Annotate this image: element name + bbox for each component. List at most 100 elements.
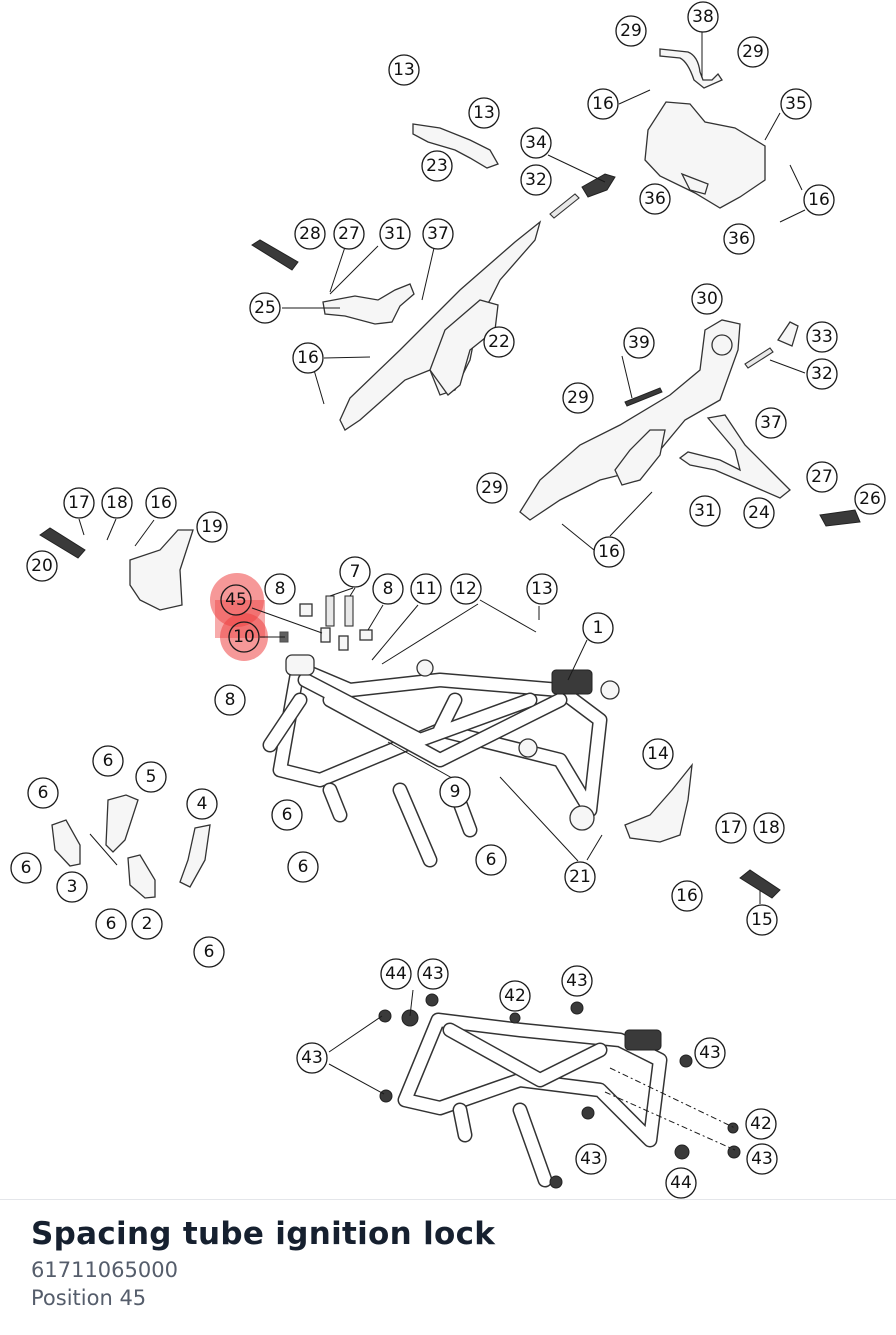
svg-text:6: 6 — [103, 751, 114, 771]
callout-13[interactable]: 13 — [468, 97, 500, 129]
callout-8[interactable]: 8 — [372, 573, 404, 605]
callout-6[interactable]: 6 — [95, 908, 127, 940]
callout-27[interactable]: 27 — [806, 461, 838, 493]
callout-6[interactable]: 6 — [271, 799, 303, 831]
callout-29[interactable]: 29 — [737, 36, 769, 68]
callout-16[interactable]: 16 — [587, 88, 619, 120]
callout-30[interactable]: 30 — [691, 283, 723, 315]
svg-text:44: 44 — [385, 964, 407, 984]
callout-6[interactable]: 6 — [287, 851, 319, 883]
svg-text:22: 22 — [488, 332, 510, 352]
callout-38[interactable]: 38 — [687, 1, 719, 33]
callout-43[interactable]: 43 — [575, 1143, 607, 1175]
callout-13[interactable]: 13 — [526, 573, 558, 605]
svg-text:12: 12 — [455, 579, 477, 599]
callout-32[interactable]: 32 — [806, 358, 838, 390]
callout-31[interactable]: 31 — [689, 495, 721, 527]
callout-29[interactable]: 29 — [476, 472, 508, 504]
svg-text:34: 34 — [525, 133, 547, 153]
svg-text:3: 3 — [67, 877, 78, 897]
callout-21[interactable]: 21 — [564, 861, 596, 893]
callout-32[interactable]: 32 — [520, 164, 552, 196]
callout-15[interactable]: 15 — [746, 904, 778, 936]
svg-text:16: 16 — [150, 493, 172, 513]
svg-text:29: 29 — [481, 478, 503, 498]
callout-34[interactable]: 34 — [520, 127, 552, 159]
callout-3[interactable]: 3 — [56, 871, 88, 903]
callout-45-selected[interactable]: 45 — [220, 584, 252, 616]
callout-35[interactable]: 35 — [780, 88, 812, 120]
callout-8[interactable]: 8 — [214, 684, 246, 716]
callout-18[interactable]: 18 — [753, 812, 785, 844]
svg-text:4: 4 — [197, 794, 208, 814]
callout-43[interactable]: 43 — [561, 965, 593, 997]
svg-text:23: 23 — [426, 156, 448, 176]
callout-6[interactable]: 6 — [475, 844, 507, 876]
callout-33[interactable]: 33 — [806, 321, 838, 353]
callout-42[interactable]: 42 — [745, 1108, 777, 1140]
callout-20[interactable]: 20 — [26, 550, 58, 582]
callout-37[interactable]: 37 — [755, 407, 787, 439]
callout-43[interactable]: 43 — [417, 958, 449, 990]
callout-6[interactable]: 6 — [10, 852, 42, 884]
callout-5[interactable]: 5 — [135, 761, 167, 793]
callout-8[interactable]: 8 — [264, 573, 296, 605]
rear-subframe-group — [251, 48, 861, 527]
callout-11[interactable]: 11 — [410, 573, 442, 605]
callout-18[interactable]: 18 — [101, 487, 133, 519]
svg-text:6: 6 — [298, 857, 309, 877]
callout-43[interactable]: 43 — [694, 1037, 726, 1069]
callout-22[interactable]: 22 — [483, 326, 515, 358]
callout-28[interactable]: 28 — [294, 218, 326, 250]
callout-2[interactable]: 2 — [131, 908, 163, 940]
callout-16[interactable]: 16 — [803, 184, 835, 216]
callout-4[interactable]: 4 — [186, 788, 218, 820]
callout-26[interactable]: 26 — [854, 483, 886, 515]
callout-12[interactable]: 12 — [450, 573, 482, 605]
callout-44[interactable]: 44 — [665, 1167, 697, 1199]
callout-44[interactable]: 44 — [380, 958, 412, 990]
callout-29[interactable]: 29 — [562, 382, 594, 414]
callout-25[interactable]: 25 — [249, 292, 281, 324]
callout-7[interactable]: 7 — [339, 556, 371, 588]
callout-36[interactable]: 36 — [723, 223, 755, 255]
svg-text:18: 18 — [758, 818, 780, 838]
footrest-bracket-group — [39, 527, 781, 899]
svg-text:43: 43 — [301, 1048, 323, 1068]
callout-42[interactable]: 42 — [499, 980, 531, 1012]
callout-29[interactable]: 29 — [615, 15, 647, 47]
callout-16[interactable]: 16 — [593, 536, 625, 568]
callout-16[interactable]: 16 — [671, 880, 703, 912]
callout-16[interactable]: 16 — [145, 487, 177, 519]
callout-37[interactable]: 37 — [422, 218, 454, 250]
svg-text:13: 13 — [473, 103, 495, 123]
callout-24[interactable]: 24 — [743, 497, 775, 529]
callout-43[interactable]: 43 — [296, 1042, 328, 1074]
callout-9[interactable]: 9 — [439, 776, 471, 808]
svg-text:27: 27 — [338, 224, 360, 244]
callout-27[interactable]: 27 — [333, 218, 365, 250]
part-position: Position 45 — [31, 1286, 147, 1310]
svg-text:19: 19 — [201, 517, 223, 537]
callout-31[interactable]: 31 — [379, 218, 411, 250]
svg-text:10: 10 — [233, 627, 255, 647]
callout-16[interactable]: 16 — [292, 342, 324, 374]
callout-17[interactable]: 17 — [715, 812, 747, 844]
callout-10-selected[interactable]: 10 — [228, 621, 260, 653]
callout-6[interactable]: 6 — [193, 936, 225, 968]
callout-36[interactable]: 36 — [639, 183, 671, 215]
svg-text:8: 8 — [383, 579, 394, 599]
svg-text:13: 13 — [531, 579, 553, 599]
svg-text:35: 35 — [785, 94, 807, 114]
callout-6[interactable]: 6 — [92, 745, 124, 777]
callout-23[interactable]: 23 — [421, 150, 453, 182]
part-info-panel: Spacing tube ignition lock 61711065000 P… — [31, 1212, 871, 1312]
callout-43[interactable]: 43 — [746, 1143, 778, 1175]
callout-13[interactable]: 13 — [388, 54, 420, 86]
callout-19[interactable]: 19 — [196, 511, 228, 543]
callout-6[interactable]: 6 — [27, 777, 59, 809]
callout-1[interactable]: 1 — [582, 612, 614, 644]
callout-39[interactable]: 39 — [623, 327, 655, 359]
callout-14[interactable]: 14 — [642, 738, 674, 770]
callout-17[interactable]: 17 — [63, 487, 95, 519]
